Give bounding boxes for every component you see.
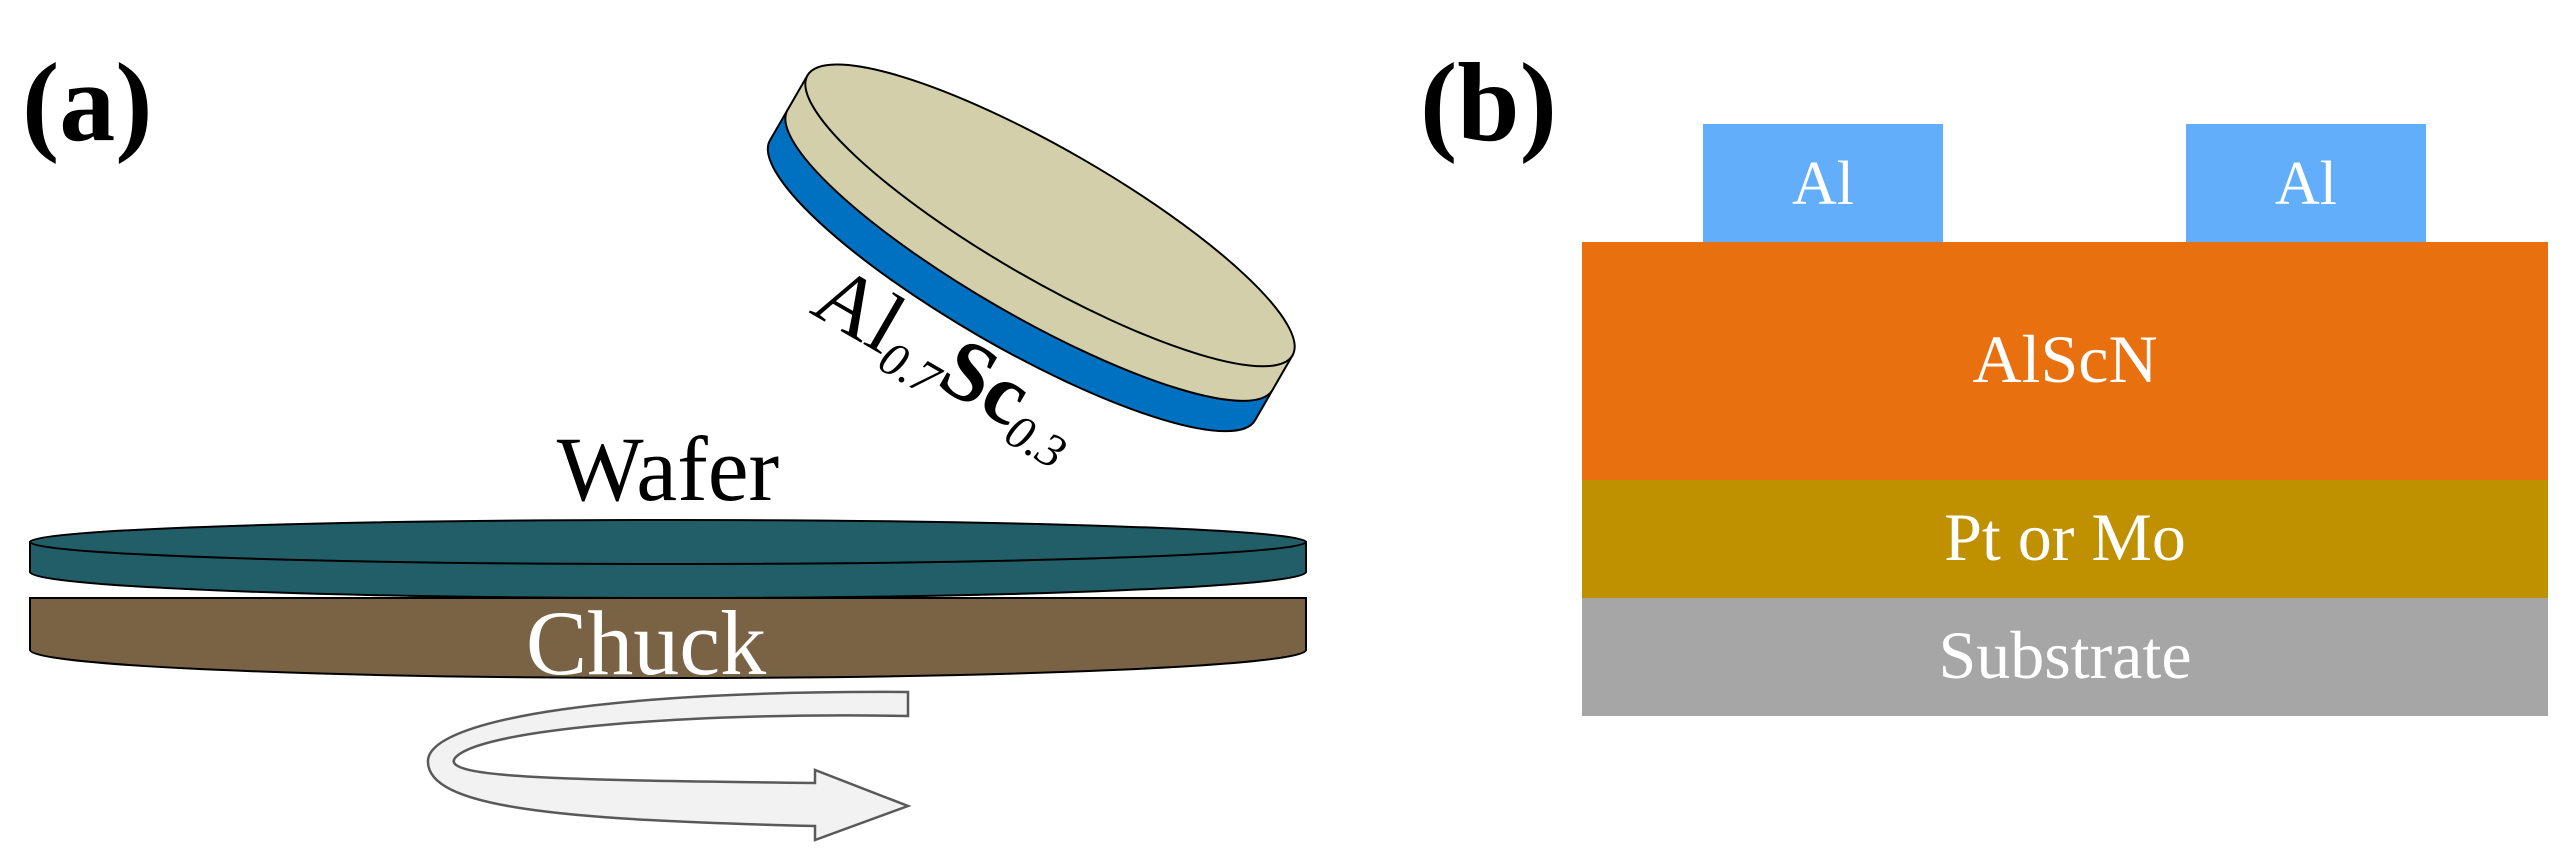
wafer-label: Wafer	[557, 418, 779, 520]
layer-substrate	[1582, 598, 2548, 716]
wafer-top-face	[29, 519, 1307, 565]
panel-b-label: (b)	[1420, 41, 1557, 165]
panel-b: (b) Al Al AlScN Pt or Mo Substrate	[1420, 41, 2548, 716]
panel-a: (a) Al0.7Sc0.3 Chuck Wafer	[22, 41, 1307, 842]
wafer: Wafer	[29, 418, 1307, 599]
layer-alscn-label: AlScN	[1972, 321, 2157, 397]
electrode-right-label: Al	[2275, 150, 2337, 218]
electrode-left-label: Al	[1792, 150, 1854, 218]
electrode-left	[1703, 124, 1943, 244]
layer-substrate-label: Substrate	[1938, 617, 2191, 693]
curved-rotation-arrow-icon	[426, 690, 912, 842]
layer-bottom-electrode-label: Pt or Mo	[1944, 499, 2186, 575]
panel-a-label: (a)	[22, 41, 153, 165]
target-top-face	[804, 63, 1296, 368]
chuck-label: Chuck	[526, 592, 766, 694]
chuck-body	[29, 597, 1307, 679]
layer-bottom-electrode	[1582, 480, 2548, 598]
electrode-right	[2186, 124, 2426, 244]
layer-alscn	[1582, 242, 2548, 480]
chuck: Chuck	[29, 592, 1307, 694]
sputter-target	[766, 63, 1296, 433]
